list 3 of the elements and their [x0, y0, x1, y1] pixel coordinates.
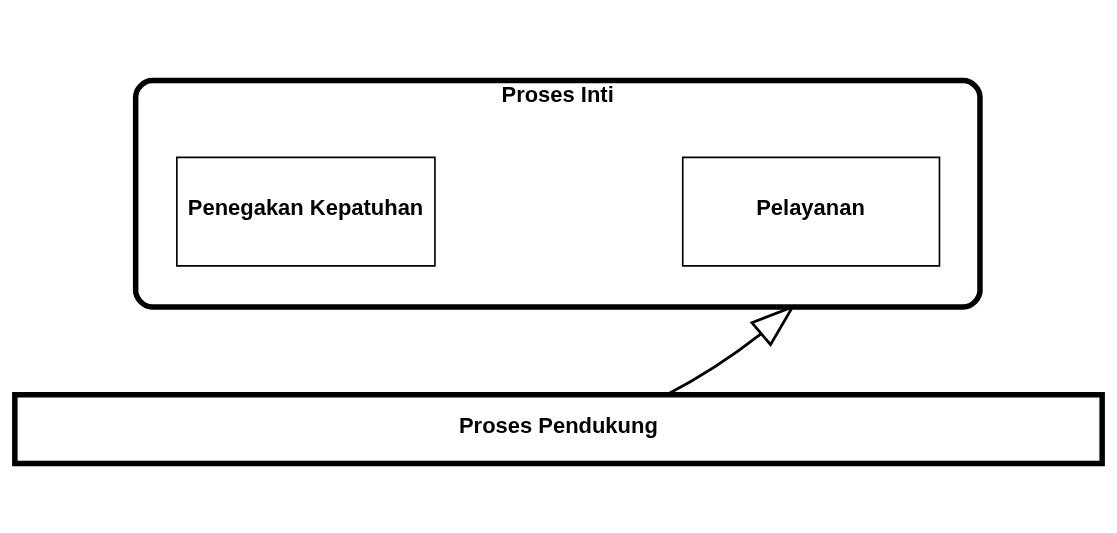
node-box: Pelayanan [681, 156, 941, 267]
node-box: Penegakan Kepatuhan [176, 156, 436, 267]
node-box: Proses Pendukung [12, 392, 1105, 467]
